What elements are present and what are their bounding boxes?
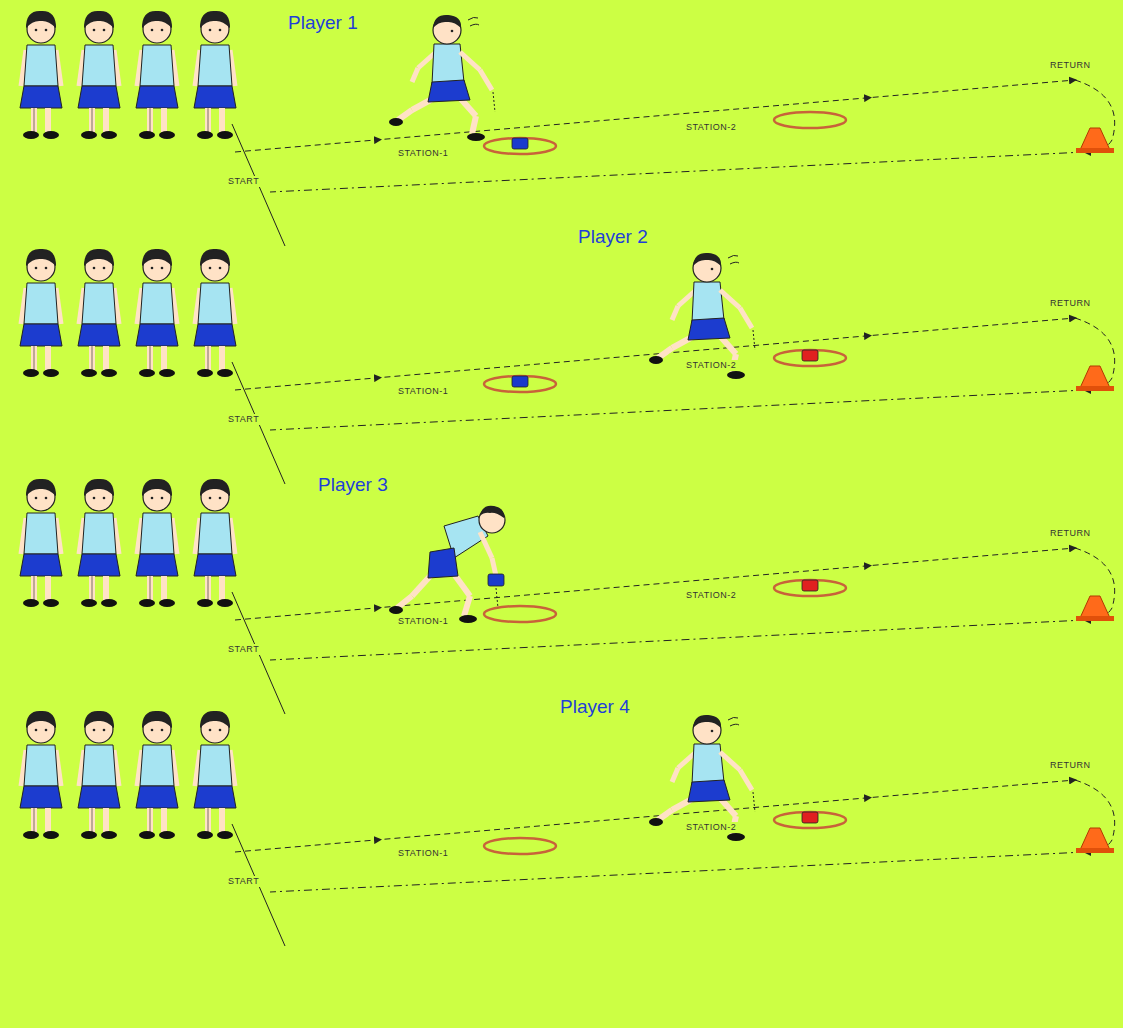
return-label: RETURN	[1048, 528, 1093, 539]
relay-row	[20, 711, 1115, 946]
station-label: STATION-1	[396, 386, 450, 397]
station-label: STATION-2	[684, 590, 738, 601]
relay-row	[20, 11, 1115, 246]
start-label: START	[226, 176, 261, 187]
relay-row	[20, 479, 1115, 714]
player-label: Player 4	[560, 696, 630, 718]
player-label: Player 1	[288, 12, 358, 34]
bean-bag	[802, 580, 818, 591]
bean-bag	[802, 812, 818, 823]
station-label: STATION-2	[684, 360, 738, 371]
start-label: START	[226, 644, 261, 655]
station-label: STATION-1	[396, 848, 450, 859]
station-label: STATION-1	[396, 148, 450, 159]
start-label: START	[226, 876, 261, 887]
return-label: RETURN	[1048, 760, 1093, 771]
runner-figure	[649, 253, 755, 379]
station-label: STATION-2	[684, 122, 738, 133]
station-label: STATION-2	[684, 822, 738, 833]
bean-bag	[802, 350, 818, 361]
bean-bag	[512, 138, 528, 149]
player-label: Player 2	[578, 226, 648, 248]
return-label: RETURN	[1048, 298, 1093, 309]
station-label: STATION-1	[396, 616, 450, 627]
runner-figure	[389, 15, 495, 141]
player-label: Player 3	[318, 474, 388, 496]
runner-figure	[649, 715, 755, 841]
relay-row	[20, 249, 1115, 484]
bean-bag	[512, 376, 528, 387]
return-label: RETURN	[1048, 60, 1093, 71]
runner-figure	[389, 506, 505, 623]
start-label: START	[226, 414, 261, 425]
